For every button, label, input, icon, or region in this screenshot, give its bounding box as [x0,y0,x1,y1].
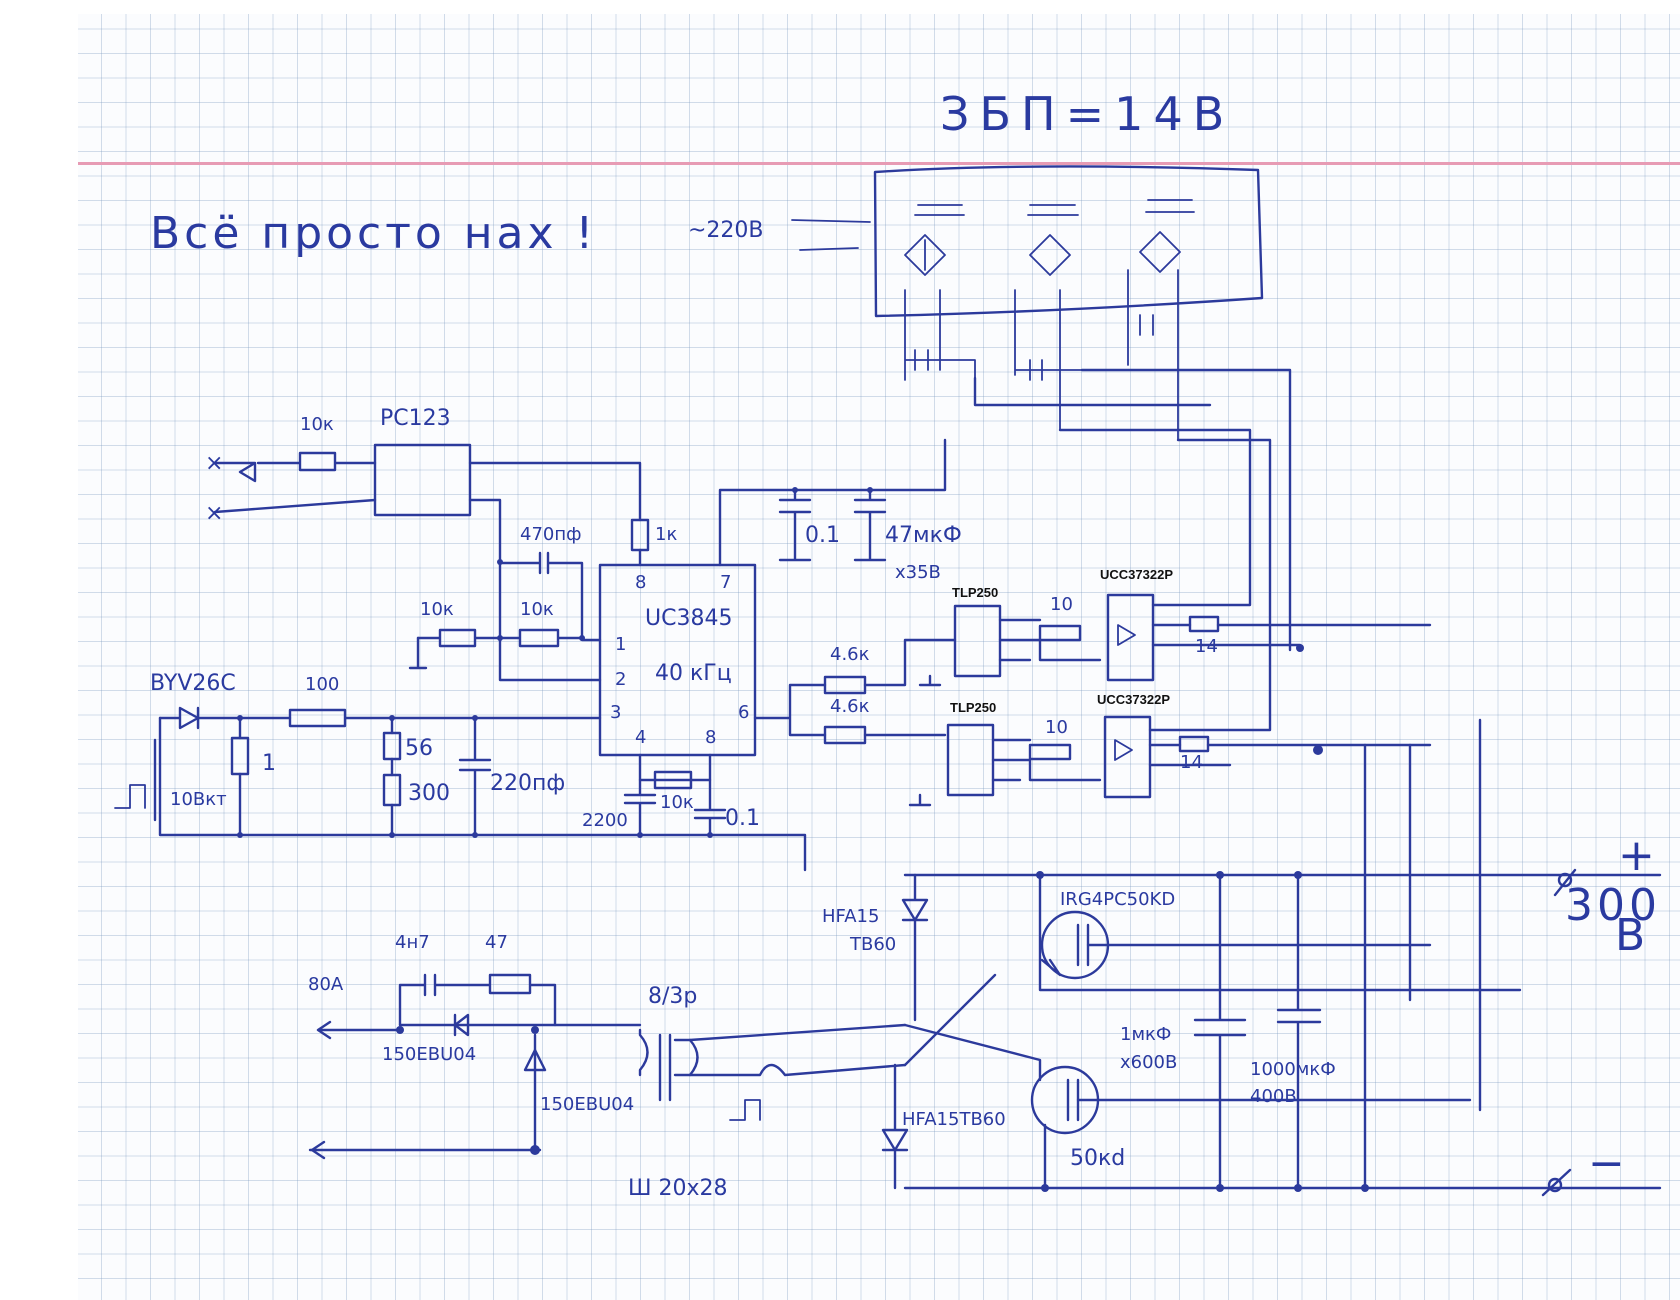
r-56-label: 56 [405,736,433,761]
rail-voltage: 300 [1565,880,1661,931]
hfa-top-1: HFA15 [822,906,879,927]
pin-2: 2 [615,669,626,690]
cap-4n7-label: 4н7 [395,932,430,953]
pin-1: 1 [615,634,626,655]
igbt-bot-label: 50кd [1070,1146,1125,1171]
r-10-b-label: 10 [1045,717,1068,738]
cap-47-v-label: х35В [895,562,941,583]
optocoupler-label: PC123 [380,406,451,431]
cap-01-b-label: 0.1 [725,806,760,831]
core-label: Ш 20х28 [628,1176,728,1201]
rail-minus: − [1588,1138,1629,1189]
driver-chain: 4.6к 4.6к TLP250 10 UCC37322P 14 TLP250 [753,368,1432,807]
current-sense: BYV26C 10Вкт 1 100 56 300 220пф [114,671,807,872]
power-stage: + 300 В − HFA15 TB60 IRG4PC50KD HFA15TB6… [822,718,1662,1197]
tlp250-bottom-label: TLP250 [950,700,996,715]
cap-1000-label: 1000мкФ [1250,1059,1336,1080]
out-current-label: 80А [308,974,344,995]
out-diode-2-label: 150EBU04 [540,1094,634,1115]
r-10-a-label: 10 [1050,594,1073,615]
uc3845-name: UC3845 [645,606,732,631]
cap-2200-label: 2200 [582,810,628,831]
uc3845: UC3845 40 кГц 8 7 1 2 3 4 8 6 [598,438,947,757]
hfa-bot-label: HFA15TB60 [902,1109,1006,1130]
rectifier-module: ~220В [688,165,1264,441]
tlp250-top-label: TLP250 [952,585,998,600]
r-10k-a-label: 10к [420,599,454,620]
optocoupler-pc123: PC123 10к × × 1к [205,406,677,562]
timing-network: 10к 2200 0.1 [582,753,760,838]
r-100-label: 100 [305,674,339,695]
r-46k-a-label: 4.6к [830,644,870,665]
decoupling-caps: 0.1 47мкФ х35В [778,487,962,583]
r-46k-b-label: 4.6к [830,696,870,717]
r-10k-b-label: 10к [520,599,554,620]
psu-title: ЗБП=14В [940,87,1234,141]
transformer-ratio: 8/3р [648,984,697,1009]
feedback-network: 470пф 10к 10к [408,524,602,682]
ucc-top-label: UCC37322P [1100,567,1173,582]
cap-470-label: 470пф [520,524,582,545]
cap-1mkf-v-label: х600В [1120,1052,1177,1073]
margin-line [78,162,1680,165]
igbt-top-label: IRG4PC50KD [1060,889,1175,910]
pin-3: 3 [610,702,621,723]
r-1k-label: 1к [655,524,677,545]
output-stage: 8/3р Ш 20х28 150EBU04 150EBU04 4н7 47 80… [308,932,907,1201]
pin-4: 4 [635,727,646,748]
pin-6: 6 [738,702,749,723]
cap-01-label: 0.1 [805,523,840,548]
rail-unit: В [1615,910,1649,961]
r-14-a-label: 14 [1195,636,1218,657]
cap-47-label: 47мкФ [885,523,962,548]
cap-220-label: 220пф [490,771,565,796]
r-1-label: 1 [262,751,276,776]
r-10k-c-label: 10к [660,792,694,813]
r-14-b-label: 14 [1180,752,1203,773]
uc3845-freq: 40 кГц [655,661,732,686]
pin-8-top: 8 [635,572,646,593]
hfa-top-2: TB60 [849,934,896,955]
diode-input-label: BYV26C [150,671,236,696]
rail-plus: + [1618,830,1659,881]
pin-8-bottom: 8 [705,727,716,748]
r-47-label: 47 [485,932,508,953]
r-300-label: 300 [408,781,450,806]
input-x2: × [205,501,223,526]
paper-left-edge [0,0,78,1300]
input-x1: × [205,451,223,476]
r-10k-opto-label: 10к [300,414,334,435]
pin-7: 7 [720,572,731,593]
ucc-bottom-label: UCC37322P [1097,692,1170,707]
out-diode-1-label: 150EBU04 [382,1044,476,1065]
cap-1mkf-label: 1мкФ [1120,1024,1171,1045]
ac-input-label: ~220В [688,218,764,243]
headline: Всё просто нах ! [150,208,597,259]
current-tx-label: 10Вкт [170,789,227,810]
paper-top-edge [0,0,1680,14]
cap-1000-v-label: 400В [1250,1086,1297,1107]
